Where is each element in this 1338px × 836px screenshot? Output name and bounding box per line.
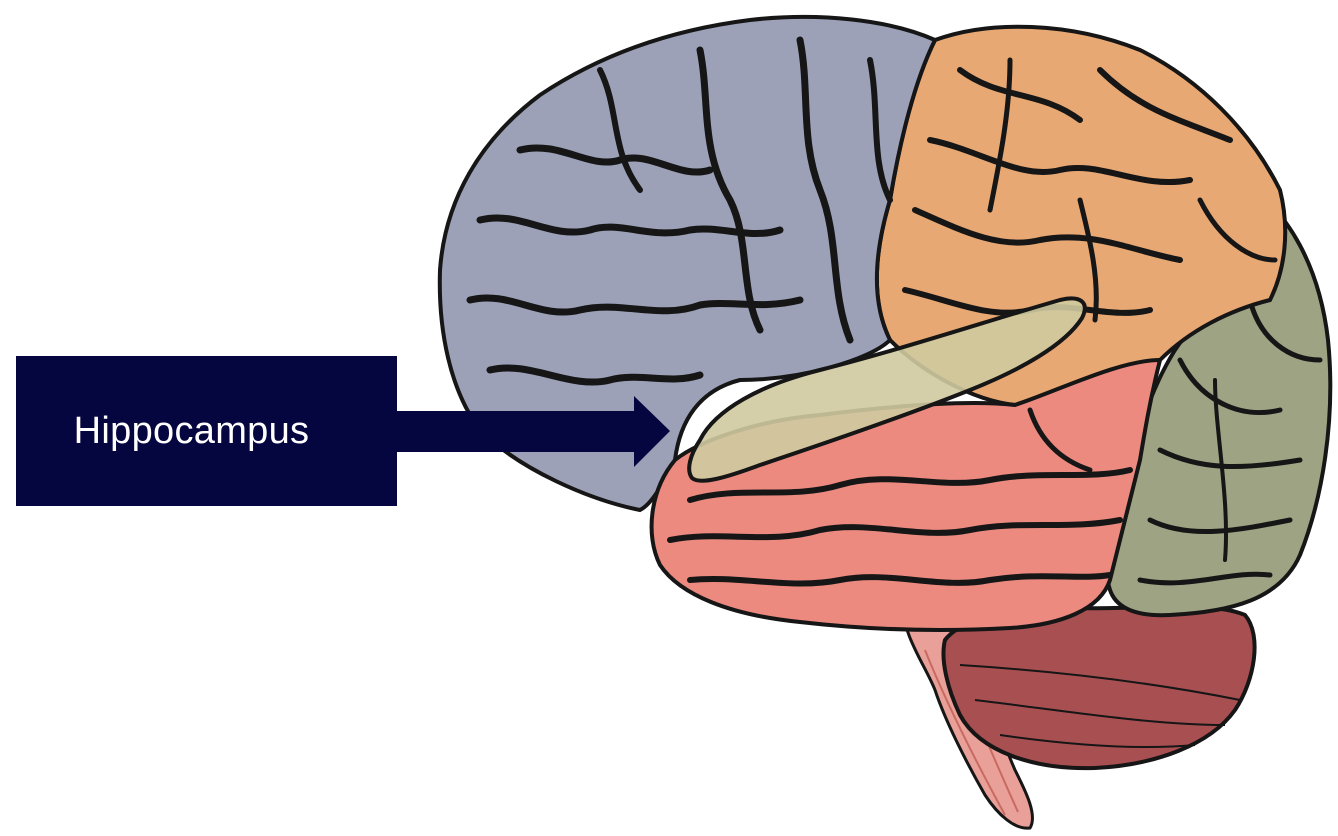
- hippocampus-label: Hippocampus: [74, 410, 310, 453]
- hippocampus-label-box: Hippocampus: [16, 356, 397, 506]
